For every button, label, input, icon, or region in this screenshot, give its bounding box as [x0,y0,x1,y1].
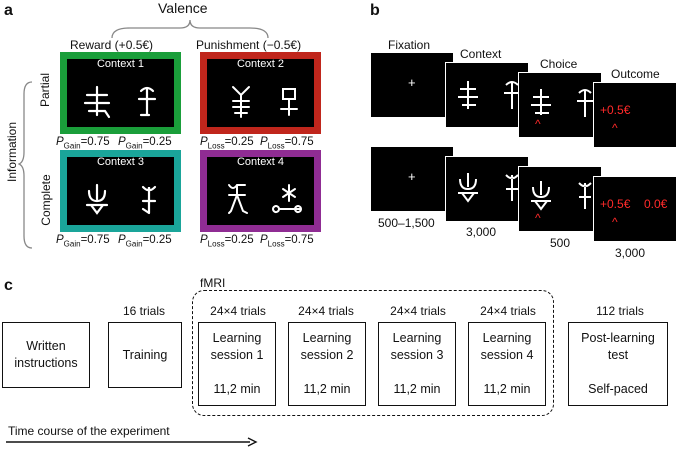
partial-label: Partial [38,73,52,108]
test-trials: 112 trials [596,304,644,318]
outcome-duration: 3,000 [615,246,646,260]
context-screen-partial [445,62,529,128]
p-loss-low-partial: PLoss=0.25 [200,136,254,151]
symbol-icon [85,183,157,215]
context-3-label: Context 3 [96,156,145,168]
context-3-frame: Context 3 [60,150,181,232]
session-1-trials: 24×4 trials [210,304,266,318]
context-4-label: Context 4 [236,156,285,168]
outcome-value: +0.5€ [600,103,631,117]
panel-c-letter: c [4,277,13,294]
choice-screen-complete: ^ [518,166,602,232]
context-duration: 3,000 [466,225,497,239]
symbol-icon [458,81,520,109]
context-2-label: Context 2 [236,58,285,70]
valence-brace [111,19,269,39]
reward-label: Reward (+0.5€) [70,38,154,52]
fmri-bracket [192,290,554,416]
p-loss-high-complete: PLoss=0.75 [260,234,314,249]
counterfactual-value: 0.0€ [644,197,668,211]
valence-label: Valence [158,0,208,16]
fixation-cross: + [408,169,416,184]
training-box: Training [108,322,182,388]
symbol-icon [83,85,157,119]
context-2-frame: Context 2 [200,52,321,134]
context-1-label: Context 1 [96,58,145,70]
timeline-label: Time course of the experiment [8,424,170,438]
choice-caret: ^ [535,211,541,225]
outcome-caret: ^ [612,215,618,229]
fmri-label: fMRI [200,276,226,290]
timeline-arrow [6,437,258,447]
choice-duration: 500 [550,236,571,250]
fixation-duration: 500–1,500 [378,216,435,230]
fixation-cross: + [408,75,416,90]
p-loss-high-partial: PLoss=0.75 [260,136,314,151]
choice-label: Choice [540,57,578,71]
choice-screen-partial: ^ [518,72,602,138]
context-label: Context [460,47,502,61]
context-4-frame: Context 4 [200,150,321,232]
fixation-screen-complete: + [370,146,454,212]
complete-label: Complete [39,174,53,226]
p-gain-low-complete: PGain=0.25 [118,234,172,249]
punishment-label: Punishment (−0.5€) [196,38,302,52]
symbol-icon [531,181,592,211]
information-brace [18,81,33,249]
fixation-screen-partial: + [370,52,454,118]
choice-caret: ^ [535,117,541,131]
context-screen-complete [445,156,529,222]
p-gain-high-partial: PGain=0.75 [56,136,110,151]
panel-b-letter: b [370,2,380,19]
panel-a-letter: a [4,2,13,19]
fixation-label: Fixation [388,38,431,52]
outcome-screen-complete: +0.5€ 0.0€ ^ [593,176,677,242]
symbol-icon [531,89,593,117]
context-1-frame: Context 1 [60,52,181,134]
symbol-icon [232,86,298,118]
p-loss-low-complete: PLoss=0.25 [200,234,254,249]
symbol-icon [458,173,519,203]
outcome-caret: ^ [612,121,618,135]
p-gain-high-complete: PGain=0.75 [56,234,110,249]
session-4-trials: 24×4 trials [480,304,536,318]
symbol-icon [228,184,302,214]
outcome-value: +0.5€ [600,197,631,211]
p-gain-low-partial: PGain=0.25 [118,136,172,151]
session-2-trials: 24×4 trials [298,304,354,318]
information-label: Information [5,121,19,183]
outcome-label: Outcome [611,67,660,81]
outcome-screen-partial: +0.5€ ^ [593,82,677,148]
session-3-trials: 24×4 trials [390,304,446,318]
training-trials: 16 trials [122,304,166,318]
